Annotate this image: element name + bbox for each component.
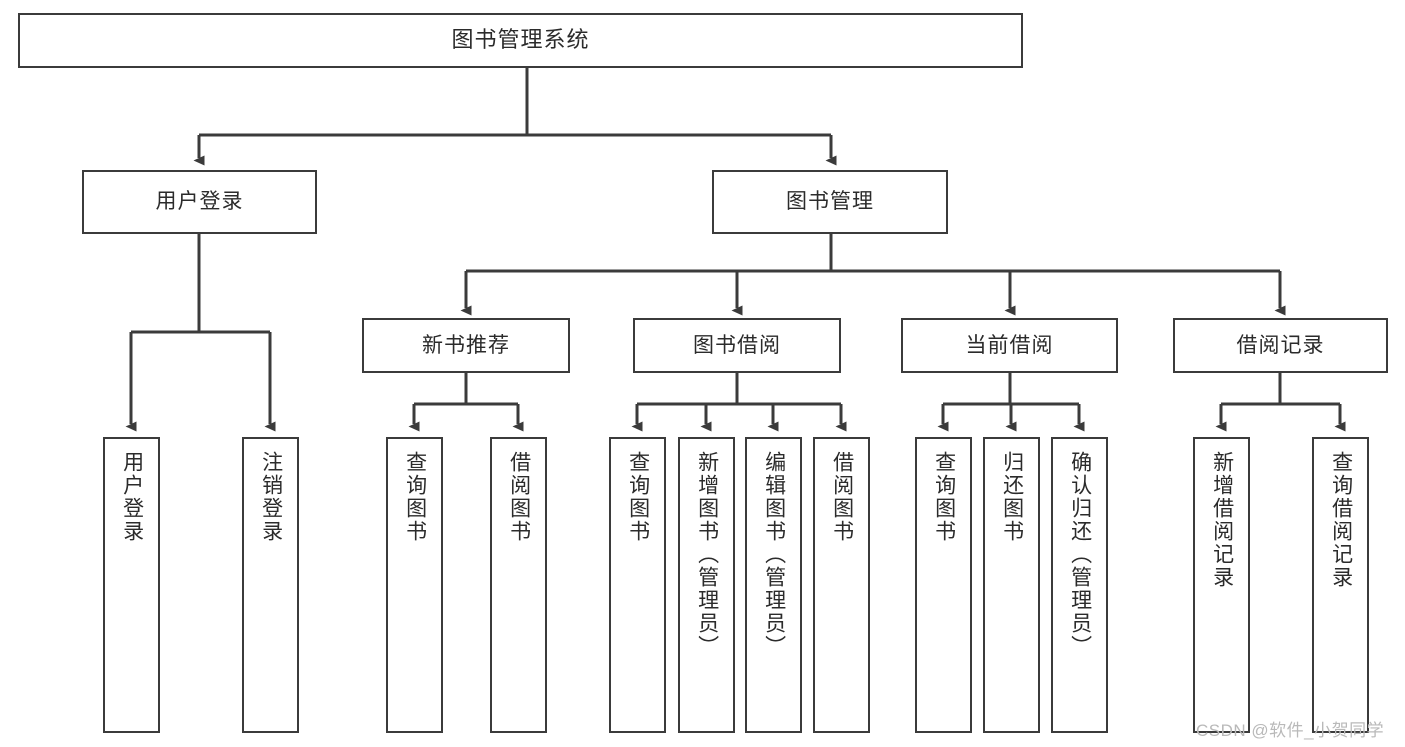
node-label: 归还图书 (1000, 451, 1024, 543)
node-leaf-borrow-book-2[interactable]: 借阅图书 (813, 437, 870, 733)
node-label: 用户登录 (120, 451, 144, 543)
node-label: 新书推荐 (422, 333, 510, 357)
node-leaf-add-book[interactable]: 新增图书（管理员） (678, 437, 735, 733)
node-leaf-edit-book[interactable]: 编辑图书（管理员） (745, 437, 802, 733)
node-label: 查询图书 (403, 451, 427, 543)
node-label: 图书借阅 (693, 333, 781, 357)
node-leaf-confirm-return[interactable]: 确认归还（管理员） (1051, 437, 1108, 733)
node-label: 图书管理 (786, 190, 874, 214)
node-leaf-user-login[interactable]: 用户登录 (103, 437, 160, 733)
node-leaf-user-logout[interactable]: 注销登录 (242, 437, 299, 733)
csdn-watermark: CSDN @软件_小贺同学 (1196, 721, 1385, 740)
node-label: 图书管理系统 (451, 27, 590, 53)
node-label: 注销登录 (259, 451, 283, 543)
node-label: 查询借阅记录 (1329, 451, 1353, 589)
node-label: 当前借阅 (965, 333, 1054, 357)
node-book-manage[interactable]: 图书管理 (712, 170, 948, 234)
node-label: 编辑图书（管理员） (762, 451, 786, 658)
node-label: 新增图书（管理员） (695, 451, 719, 658)
node-leaf-query-book-3[interactable]: 查询图书 (915, 437, 972, 733)
node-label: 新增借阅记录 (1210, 451, 1234, 589)
node-leaf-return-book[interactable]: 归还图书 (983, 437, 1040, 733)
node-root-book-management-system[interactable]: 图书管理系统 (18, 13, 1023, 68)
node-leaf-query-book-1[interactable]: 查询图书 (386, 437, 443, 733)
node-leaf-query-record[interactable]: 查询借阅记录 (1312, 437, 1369, 733)
node-label: 确认归还（管理员） (1068, 451, 1092, 658)
node-label: 借阅记录 (1236, 333, 1325, 357)
node-leaf-add-record[interactable]: 新增借阅记录 (1193, 437, 1250, 733)
node-book-borrow[interactable]: 图书借阅 (633, 318, 841, 373)
node-borrow-record[interactable]: 借阅记录 (1173, 318, 1388, 373)
node-current-borrow[interactable]: 当前借阅 (901, 318, 1118, 373)
node-leaf-borrow-book-1[interactable]: 借阅图书 (490, 437, 547, 733)
node-label: 用户登录 (155, 190, 244, 214)
node-label: 借阅图书 (507, 451, 531, 543)
node-label: 查询图书 (932, 451, 956, 543)
node-new-book-recommend[interactable]: 新书推荐 (362, 318, 570, 373)
node-label: 查询图书 (626, 451, 650, 543)
node-leaf-query-book-2[interactable]: 查询图书 (609, 437, 666, 733)
node-user-login[interactable]: 用户登录 (82, 170, 317, 234)
node-label: 借阅图书 (830, 451, 854, 543)
